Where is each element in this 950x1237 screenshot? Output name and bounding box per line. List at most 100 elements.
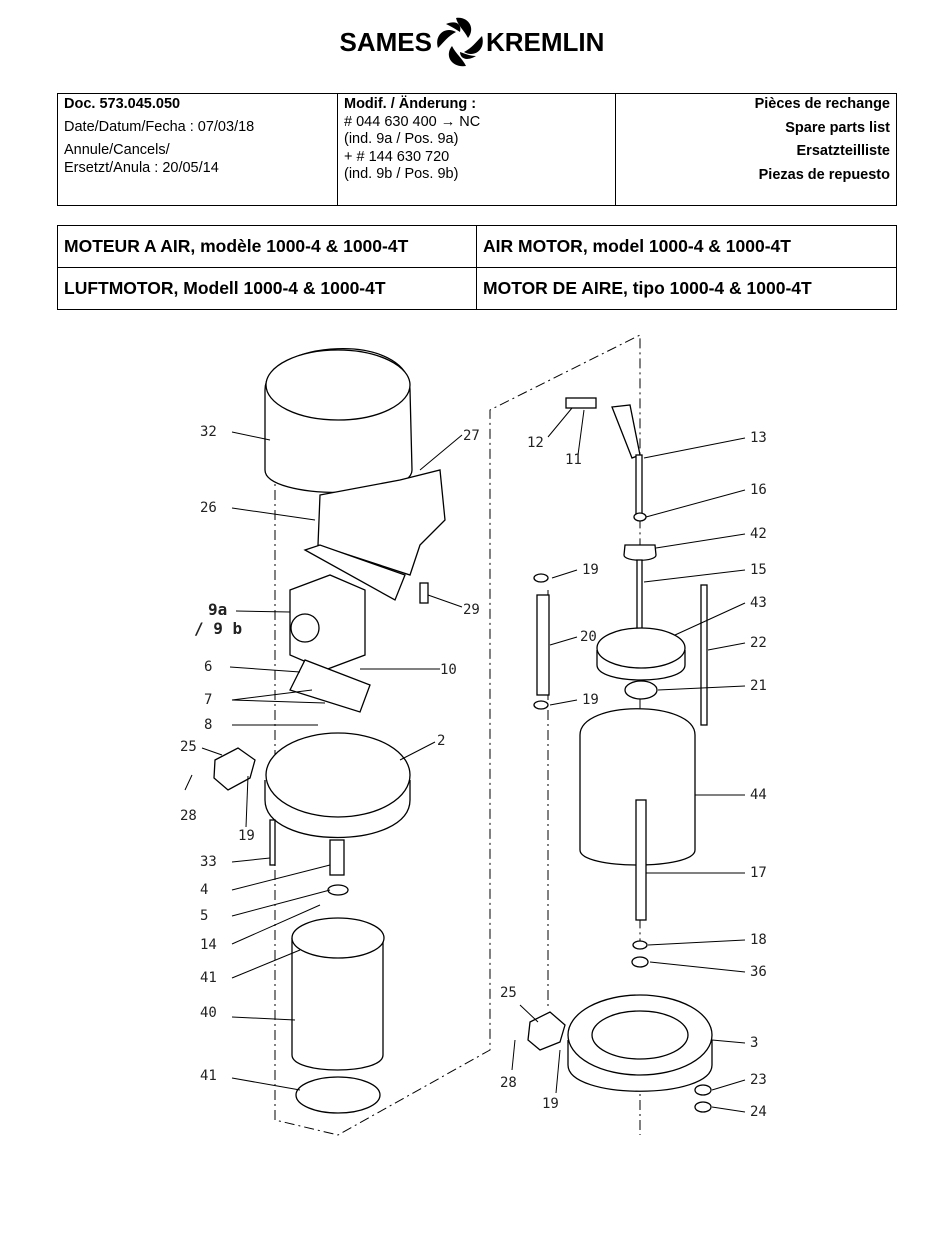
doc-cancels-line-1: Annule/Cancels/: [64, 142, 170, 158]
label-25: 25: [180, 739, 197, 755]
label-24: 24: [750, 1104, 767, 1120]
part-valve-block: [289, 574, 366, 671]
part-base: [567, 994, 713, 1092]
part-spacer: [536, 594, 550, 696]
modif-title: Modif. / Änderung :: [344, 96, 477, 112]
part-nut: [633, 512, 647, 522]
label-23: 23: [750, 1072, 767, 1088]
brand-name-left: SAMES: [340, 27, 432, 57]
leader-lines: [184, 407, 746, 1113]
modif-line: (ind. 9a / Pos. 9a): [344, 131, 459, 147]
label-9b: / 9 b: [194, 619, 242, 638]
label-3: 3: [750, 1035, 758, 1051]
label-10: 10: [440, 662, 457, 678]
doc-number: Doc. 573.045.050: [64, 96, 181, 112]
label-20: 20: [580, 629, 597, 645]
modif-line: (ind. 9b / Pos. 9b): [344, 166, 459, 182]
label-4: 4: [200, 882, 208, 898]
part-lever: [611, 404, 641, 459]
label-40: 40: [200, 1005, 217, 1021]
label-15: 15: [750, 562, 767, 578]
assembly-axis-line: [274, 334, 641, 1136]
part-bracket: [303, 469, 446, 601]
title-fr: MOTEUR A AIR, modèle 1000-4 & 1000-4T: [57, 225, 477, 268]
part-manifold-block: [213, 747, 256, 791]
label-21: 21: [750, 678, 767, 694]
part-lock-nut: [624, 680, 658, 700]
label-13: 13: [750, 430, 767, 446]
part-nut: [631, 956, 649, 968]
label-9a: 9a: [208, 600, 227, 619]
parts-list-title-cell: Pièces de rechange Spare parts list Ersa…: [615, 93, 897, 206]
part-cylinder: [291, 917, 385, 1071]
label-16: 16: [750, 482, 767, 498]
label-25: 25: [500, 985, 517, 1001]
document-header-table: Doc. 573.045.050 Date/Datum/Fecha : 07/0…: [57, 93, 897, 206]
label-26: 26: [200, 500, 217, 516]
part-rod: [635, 454, 643, 516]
label-2: 2: [437, 733, 445, 749]
part-screw: [419, 582, 429, 604]
label-19: 19: [238, 828, 255, 844]
title-es: MOTOR DE AIRE, tipo 1000-4 & 1000-4T: [476, 267, 897, 310]
part-nut: [694, 1101, 712, 1113]
label-36: 36: [750, 964, 767, 980]
part-fitting: [565, 397, 597, 409]
title-de: LUFTMOTOR, Modell 1000-4 & 1000-4T: [57, 267, 477, 310]
brand-logo: SAMES KREMLIN: [0, 8, 950, 68]
label-27: 27: [463, 428, 480, 444]
part-cover: [264, 348, 413, 494]
label-28: 28: [500, 1075, 517, 1091]
label-33: 33: [200, 854, 217, 870]
label-22: 22: [750, 635, 767, 651]
part-piston: [596, 627, 686, 681]
label-19: 19: [582, 692, 599, 708]
label-44: 44: [750, 787, 767, 803]
part-valve-stem: [636, 559, 643, 631]
label-14: 14: [200, 937, 217, 953]
part-piston-rod-long: [635, 799, 647, 921]
modification-cell: Modif. / Änderung : # 044 630 400 → NC (…: [337, 93, 616, 206]
label-19: 19: [542, 1096, 559, 1112]
modif-line: + # 144 630 720: [344, 148, 450, 165]
label-7: 7: [204, 692, 212, 708]
label-6: 6: [204, 659, 212, 675]
modif-line: # 044 630 400 → NC: [344, 113, 481, 130]
part-knob: [623, 544, 657, 561]
brand-name-right: KREMLIN: [486, 27, 604, 57]
label-11: 11: [565, 452, 582, 468]
doc-cancels-line-2: Ersetzt/Anula : 20/05/14: [64, 159, 219, 176]
list-title-fr: Pièces de rechange: [754, 96, 890, 112]
part-sleeve: [579, 708, 696, 866]
part-washer: [694, 1084, 712, 1096]
label-32: 32: [200, 424, 217, 440]
part-seal: [533, 700, 549, 710]
list-title-es: Piezas de repuesto: [758, 166, 890, 183]
label-17: 17: [750, 865, 767, 881]
label-29: 29: [463, 602, 480, 618]
part-cylinder-head: [264, 732, 411, 839]
part-plate: [289, 659, 371, 713]
label-42: 42: [750, 526, 767, 542]
label-12: 12: [527, 435, 544, 451]
part-o-ring: [295, 1076, 381, 1114]
part-long-screw: [269, 819, 276, 866]
exploded-view-diagram: 32 27 26 29 9a / 9 b 6 10 7 8 25 2 28 19…: [0, 320, 950, 1150]
doc-date: Date/Datum/Fecha : 07/03/18: [64, 118, 255, 135]
doc-info-cell: Doc. 573.045.050 Date/Datum/Fecha : 07/0…: [57, 93, 338, 206]
label-41: 41: [200, 1068, 217, 1084]
part-washer: [327, 884, 349, 896]
label-5: 5: [200, 908, 208, 924]
part-seal: [533, 573, 549, 583]
label-41: 41: [200, 970, 217, 986]
part-washer: [632, 940, 648, 950]
label-8: 8: [204, 717, 212, 733]
label-43: 43: [750, 595, 767, 611]
label-28: 28: [180, 808, 197, 824]
list-title-en: Spare parts list: [785, 119, 890, 136]
part-tie-rod: [700, 584, 708, 726]
product-titles-table: MOTEUR A AIR, modèle 1000-4 & 1000-4T AI…: [57, 225, 897, 310]
label-18: 18: [750, 932, 767, 948]
title-en: AIR MOTOR, model 1000-4 & 1000-4T: [476, 225, 897, 268]
part-piston-rod: [329, 839, 345, 876]
